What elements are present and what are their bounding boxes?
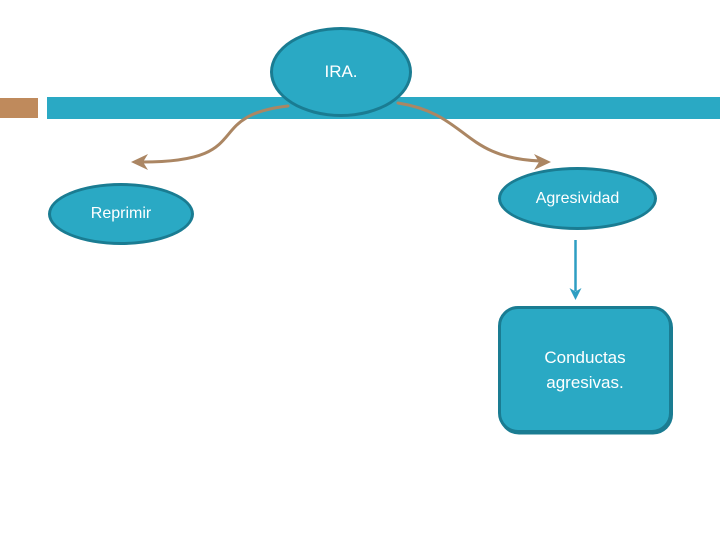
node-ira: IRA. xyxy=(270,27,412,117)
node-agresividad: Agresividad xyxy=(498,167,657,230)
node-ira-label: IRA. xyxy=(324,62,358,81)
node-agresividad-label: Agresividad xyxy=(535,189,620,207)
arrowhead-right-icon xyxy=(534,154,551,170)
accent-block xyxy=(0,98,38,118)
node-reprimir-label: Reprimir xyxy=(90,205,152,222)
node-conductas-agresivas-label: Conductas agresivas. xyxy=(544,347,626,392)
arrowhead-left-icon xyxy=(131,154,148,170)
node-reprimir: Reprimir xyxy=(48,183,194,245)
node-conductas-agresivas: Conductas agresivas. xyxy=(498,306,672,433)
arrowhead-down-icon xyxy=(569,288,582,300)
arrow-agresividad-to-conductas xyxy=(569,240,582,300)
